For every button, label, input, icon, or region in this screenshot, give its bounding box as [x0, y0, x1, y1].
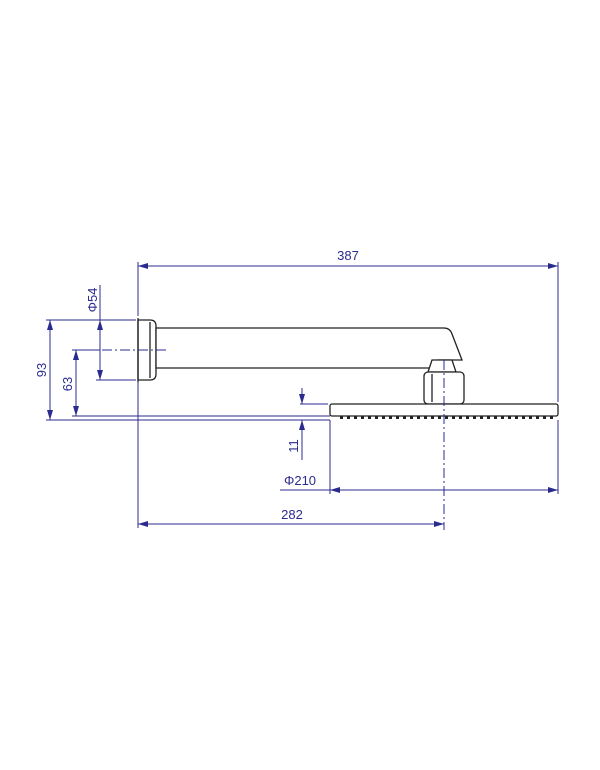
nozzle-dot [403, 416, 406, 419]
nozzle-dot [501, 416, 504, 419]
nozzle-dot [487, 416, 490, 419]
nozzle-dot [417, 416, 420, 419]
label-head-center-offset: 282 [281, 507, 303, 522]
label-flange-diameter: Φ54 [85, 288, 100, 313]
nozzle-dot [354, 416, 357, 419]
dimension-flange-diameter: Φ54 [85, 285, 136, 381]
nozzle-dot [459, 416, 462, 419]
dimension-overall-length: 387 [137, 248, 559, 402]
shower-arm-assembly [137, 318, 559, 419]
label-overall-length: 387 [337, 248, 359, 263]
shower-head-nozzles [340, 416, 553, 419]
nozzle-dot [431, 416, 434, 419]
nozzle-dot [536, 416, 539, 419]
nozzle-dot [340, 416, 343, 419]
nozzle-dot [375, 416, 378, 419]
nozzle-dot [473, 416, 476, 419]
nozzle-dot [438, 416, 441, 419]
nozzle-dot [410, 416, 413, 419]
label-head-diameter: Φ210 [284, 473, 316, 488]
nozzle-dot [543, 416, 546, 419]
nozzle-dot [368, 416, 371, 419]
dimension-arm-height: 63 [60, 349, 330, 417]
nozzle-dot [529, 416, 532, 419]
nozzle-dot [445, 416, 448, 419]
label-flange-height: 93 [34, 363, 49, 377]
nozzle-dot [347, 416, 350, 419]
nozzle-dot [550, 416, 553, 419]
label-head-thickness: 11 [286, 439, 301, 453]
nozzle-dot [480, 416, 483, 419]
nozzle-dot [466, 416, 469, 419]
nozzle-dot [522, 416, 525, 419]
nozzle-dot [452, 416, 455, 419]
shower-arm [155, 327, 463, 369]
dimension-head-thickness: 11 [286, 388, 328, 460]
nozzle-dot [424, 416, 427, 419]
nozzle-dot [515, 416, 518, 419]
dimension-head-diameter: Φ210 [280, 420, 559, 494]
dimension-head-center-offset: 282 [137, 382, 444, 528]
nozzle-dot [361, 416, 364, 419]
nozzle-dot [508, 416, 511, 419]
nozzle-dot [494, 416, 497, 419]
nozzle-dot [382, 416, 385, 419]
dimension-flange-height: 93 [34, 319, 330, 421]
label-arm-height: 63 [60, 377, 75, 391]
nozzle-dot [396, 416, 399, 419]
swivel-neck [427, 359, 457, 373]
nozzle-dot [389, 416, 392, 419]
